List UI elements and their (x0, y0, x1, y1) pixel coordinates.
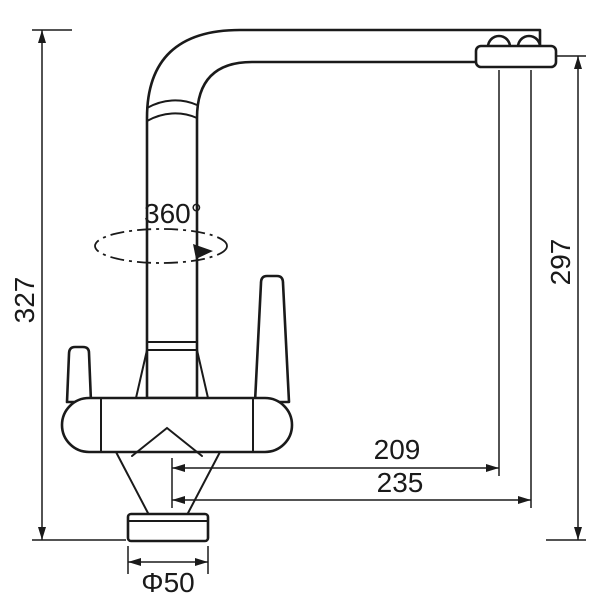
dim-base-diameter: Φ50 (127, 546, 209, 598)
funnel-side-right (186, 451, 221, 516)
base-flange (126, 512, 210, 543)
funnel-side-left (115, 451, 150, 516)
riser-flare-right (196, 349, 209, 399)
mixer-body (60, 396, 294, 454)
dim-label-reach-inner: 209 (374, 434, 421, 465)
dim-label-spout-height: 297 (545, 239, 576, 286)
dim-label-reach-outer: 235 (377, 467, 424, 498)
spout-tube (145, 28, 542, 400)
faucet-outline (60, 28, 558, 543)
dim-label-base-diameter: Φ50 (141, 567, 194, 598)
riser-flare-left (135, 349, 148, 399)
right-handle (253, 274, 291, 404)
dim-overall-height: 327 (9, 29, 126, 541)
rotation-label: 360° (144, 198, 202, 229)
dim-label-overall-height: 327 (9, 277, 40, 324)
rotation-ellipse (94, 228, 228, 264)
diverter-triangle (131, 426, 203, 457)
aerator-body (474, 44, 558, 69)
rotation-annotation: 360° (94, 198, 228, 264)
left-handle (65, 345, 93, 404)
rotation-arrowhead-icon (193, 244, 213, 259)
dim-spout-height: 297 (545, 55, 586, 541)
bend-joint-line (146, 112, 198, 122)
dim-reach-outer: 235 (172, 70, 532, 508)
dim-reach-inner: 209 (171, 70, 500, 508)
bend-joint-line (146, 99, 198, 109)
